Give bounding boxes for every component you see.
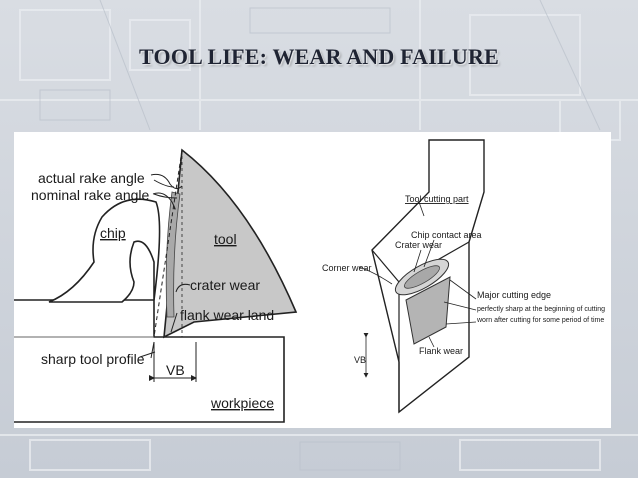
nominal-rake-angle-label: nominal rake angle	[31, 187, 150, 203]
slide-title: TOOL LIFE: WEAR AND FAILURE	[139, 44, 499, 69]
workpiece-shape	[14, 299, 285, 423]
tool-wear-diagram: actual rake angle nominal rake angle chi…	[14, 139, 605, 423]
crater-wear-region	[165, 191, 181, 318]
chip-contact-area-label: Chip contact area	[411, 230, 482, 240]
chip-shape	[48, 198, 161, 303]
sharp-tool-profile-line	[153, 149, 183, 338]
corner-wear-label: Corner wear	[322, 263, 372, 273]
workpiece-label: workpiece	[210, 395, 274, 411]
vb-label-right: VB	[354, 355, 366, 365]
vb-label-left: VB	[166, 362, 185, 378]
sharp-note-label: perfectly sharp at the beginning of cutt…	[477, 306, 605, 313]
left-orthogonal-cutting-diagram: actual rake angle nominal rake angle chi…	[14, 148, 298, 423]
sharp-tool-profile-label: sharp tool profile	[41, 351, 145, 367]
worn-note-label: worn after cutting for some period of ti…	[476, 317, 604, 324]
flank-wear-label: Flank wear	[419, 346, 463, 356]
tool-cutting-part-label: Tool cutting part	[405, 194, 469, 204]
chip-label: chip	[100, 225, 126, 241]
crater-wear-label-right: Crater wear	[395, 240, 442, 250]
flank-wear-land-label: flank wear land	[180, 307, 274, 323]
right-tool-wear-3d-diagram: Tool cutting part Chip contact area Crat…	[322, 139, 605, 414]
crater-wear-label: crater wear	[190, 277, 260, 293]
actual-rake-angle-label: actual rake angle	[38, 170, 145, 186]
tool-shape	[163, 148, 298, 339]
major-cutting-edge-label: Major cutting edge	[477, 290, 551, 300]
tool-label: tool	[214, 231, 237, 247]
flank-wear-band	[405, 276, 451, 345]
